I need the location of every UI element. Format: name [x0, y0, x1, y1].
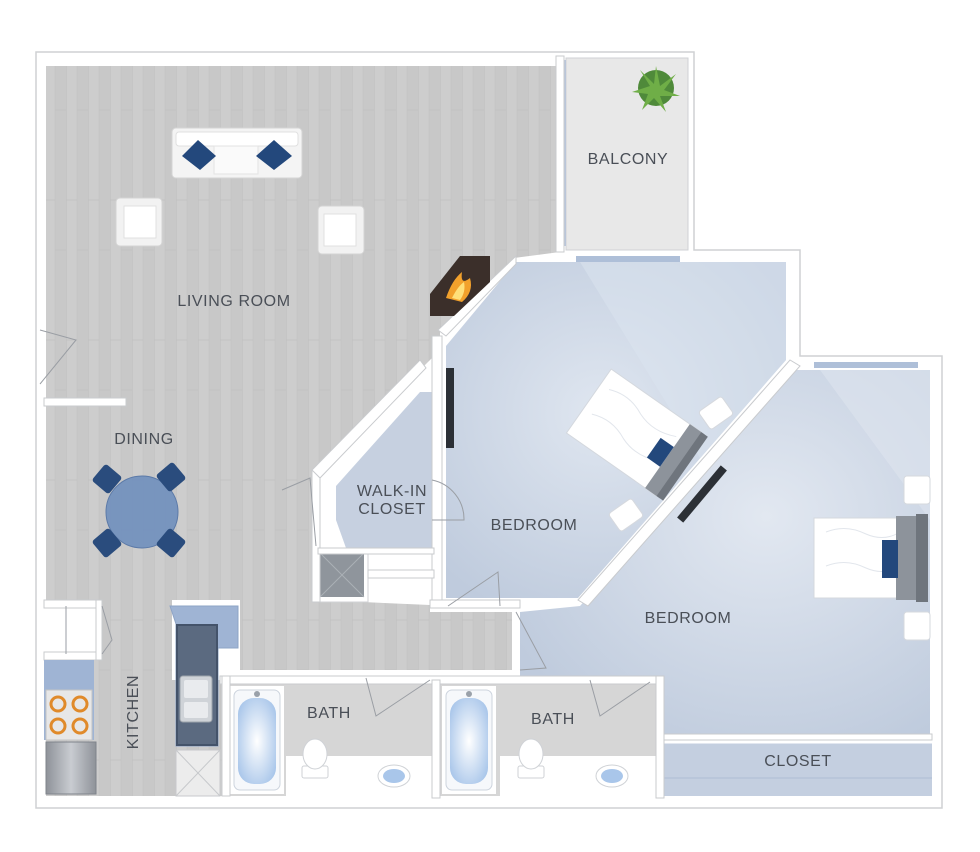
- kitchen-label: KITCHEN: [125, 675, 142, 749]
- utility-closet: [315, 547, 369, 603]
- interior-walls: [43, 55, 933, 799]
- walk-in-closet-label-line2: CLOSET: [358, 501, 426, 518]
- nightstand-icon: [608, 396, 734, 532]
- bedroom-2-label: BEDROOM: [645, 610, 732, 627]
- bed-icon: [565, 368, 708, 501]
- armchair-icon: [115, 197, 163, 247]
- bath-2-label: BATH: [531, 711, 575, 728]
- toilet-icon: [517, 738, 545, 779]
- bathtub-icon: [233, 689, 281, 791]
- plant-icon: [632, 66, 680, 112]
- walk-in-closet-floor: [328, 382, 432, 548]
- walk-in-closet-label-line1: WALK-IN: [357, 483, 427, 500]
- nightstand-icon: [903, 475, 931, 641]
- dining-label: DINING: [114, 431, 174, 448]
- refrigerator-icon: [45, 741, 97, 795]
- door-swings: [39, 329, 651, 717]
- bedroom-1-label: BEDROOM: [491, 517, 578, 534]
- closet-label: CLOSET: [764, 753, 832, 770]
- wood-floor: [46, 66, 560, 796]
- tv-icon: [446, 368, 454, 448]
- bath-1-label: BATH: [307, 705, 351, 722]
- tv-icon: [677, 465, 727, 523]
- sink-icon: [595, 764, 629, 788]
- armchair-icon: [317, 205, 365, 255]
- kitchen-sink-icon: [179, 675, 213, 723]
- bedroom-2-floor: [520, 362, 930, 736]
- balcony-label: BALCONY: [588, 151, 669, 168]
- living-room-label: LIVING ROOM: [177, 293, 290, 310]
- sink-icon: [377, 764, 411, 788]
- bed-icon: [813, 514, 928, 602]
- closet-floor: [664, 740, 932, 796]
- toilet-icon: [301, 738, 329, 779]
- dining-table-icon: [92, 462, 186, 558]
- stove-icon: [45, 689, 93, 741]
- bathtub-icon: [445, 689, 493, 791]
- sofa-icon: [171, 127, 303, 179]
- dishwasher-icon: [175, 749, 221, 797]
- fireplace-icon: [430, 256, 490, 316]
